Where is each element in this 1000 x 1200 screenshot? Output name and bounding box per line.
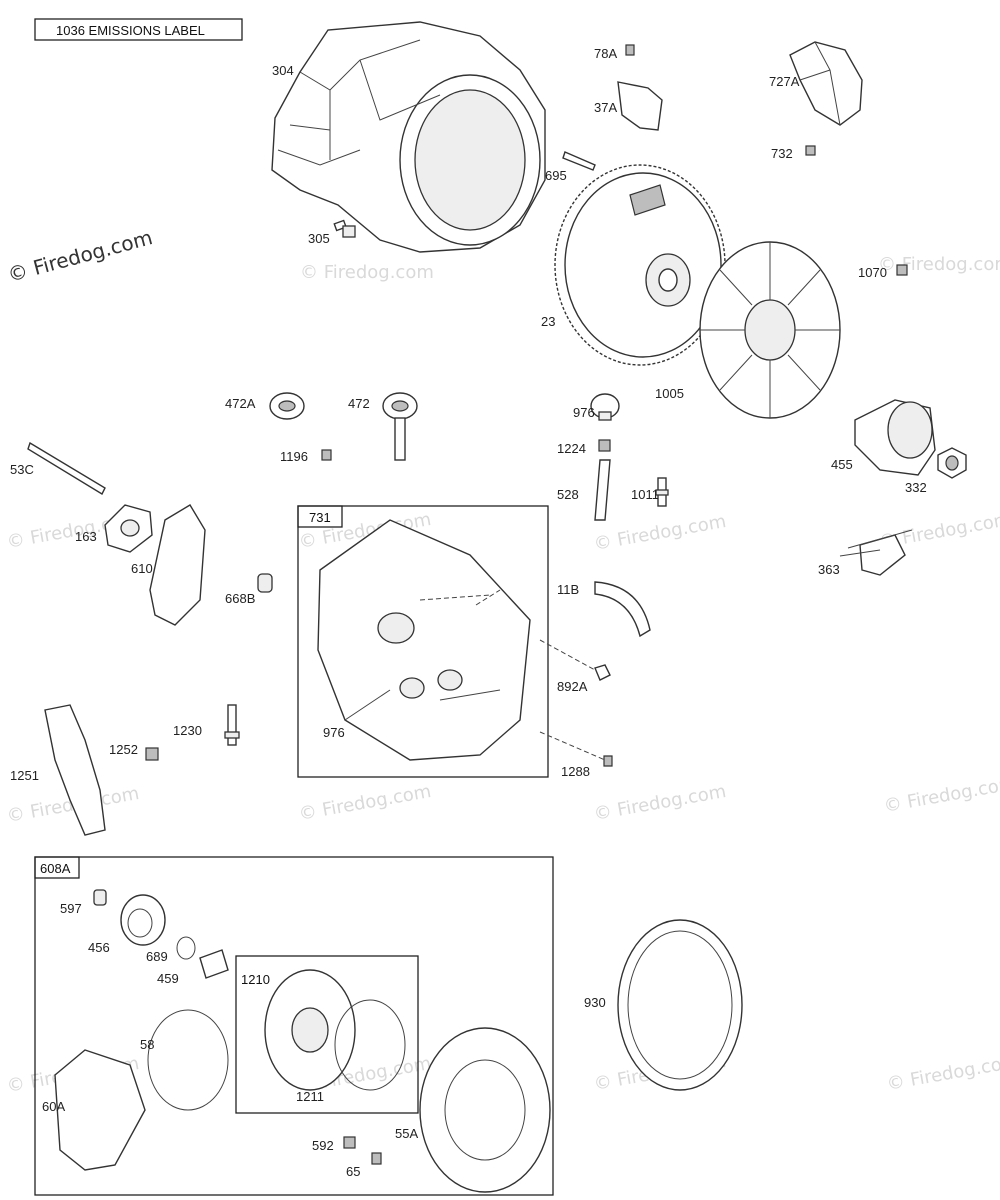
part-label: 1070	[858, 265, 887, 280]
part-label: 1196	[280, 449, 308, 464]
part-label: 689	[146, 949, 168, 964]
copyright-mark: © Firedog.com	[5, 225, 155, 287]
part-label: 78A	[594, 46, 617, 61]
fuel-tank-drawing	[317, 519, 531, 761]
part-label: 930	[584, 995, 606, 1010]
part-label: 472	[348, 396, 370, 411]
part-label: 23	[541, 314, 555, 329]
baffle-930-drawing	[617, 919, 743, 1091]
part-label: 1011	[631, 487, 659, 502]
bracket-drawing	[562, 44, 663, 171]
watermark: © Firedog.com	[878, 254, 1000, 275]
part-label: 727A	[769, 74, 800, 89]
part-label: 53C	[10, 462, 34, 477]
group-608a-label: 608A	[40, 861, 71, 876]
part-label: 11B	[557, 582, 579, 597]
group-1210-label: 1210	[241, 972, 270, 987]
part-label: 305	[308, 231, 330, 246]
part-label: 1230	[173, 723, 202, 738]
group-731-box	[297, 505, 549, 778]
part-label: 1252	[109, 742, 138, 757]
lower-left-parts-drawing	[44, 704, 240, 836]
part-label: 1251	[10, 768, 39, 783]
part-label: 1211	[296, 1089, 324, 1104]
group-608a-tab	[34, 856, 80, 879]
part-label: 528	[557, 487, 579, 502]
blower-housing-drawing	[271, 21, 546, 253]
screen-cup-drawing	[854, 399, 967, 479]
part-label: 695	[545, 168, 567, 183]
screw-305-drawing	[333, 219, 356, 238]
fan-drawing	[699, 241, 841, 419]
flywheel-drawing	[554, 164, 726, 366]
watermark: © Firedog.com	[300, 262, 434, 283]
fuel-parts-drawing	[590, 393, 669, 521]
watermark: © Firedog.com	[297, 781, 432, 825]
part-label: 55A	[395, 1126, 418, 1141]
group-608a-box	[34, 856, 554, 1196]
group-731-label: 731	[309, 510, 331, 525]
part-label: 332	[905, 480, 927, 495]
part-label: 976	[323, 725, 345, 740]
part-label: 459	[157, 971, 179, 986]
part-label: 455	[831, 457, 853, 472]
watermark: © Firedog.com	[592, 781, 727, 825]
part-label: 163	[75, 529, 97, 544]
part-label: 1005	[655, 386, 684, 401]
screw-1070-drawing	[896, 264, 908, 276]
left-parts-drawing	[27, 441, 273, 626]
part-label: 732	[771, 146, 793, 161]
part-label: 1224	[557, 441, 586, 456]
watermark: © Firedog.com	[885, 1051, 1000, 1095]
ignition-parts-drawing	[269, 392, 418, 461]
part-label: 304	[272, 63, 294, 78]
part-label: 892A	[557, 679, 588, 694]
part-label: 668B	[225, 591, 255, 606]
part-label: 1288	[561, 764, 590, 779]
group-731-tab	[297, 505, 343, 528]
part-label: 65	[346, 1164, 360, 1179]
cover-727a-drawing	[789, 41, 863, 156]
part-labels: 304 305 78A 37A 695 727A 732 23 1070 100…	[10, 46, 927, 1179]
watermark: © Firedog.com	[592, 511, 727, 555]
part-label: 976	[573, 405, 595, 420]
pulley-spring-drawing	[264, 969, 406, 1091]
part-label: 37A	[594, 100, 617, 115]
watermark: © Firedog.com	[882, 773, 1000, 817]
starter-parts-drawing	[54, 889, 551, 1193]
group-1210-box	[235, 955, 419, 1114]
part-label: 592	[312, 1138, 334, 1153]
part-label: 60A	[42, 1099, 65, 1114]
right-mid-parts-drawing	[539, 529, 913, 767]
part-label: 456	[88, 940, 110, 955]
emissions-label: 1036 EMISSIONS LABEL	[56, 23, 205, 38]
part-label: 597	[60, 901, 82, 916]
part-label: 610	[131, 561, 153, 576]
part-label: 363	[818, 562, 840, 577]
part-label: 58	[140, 1037, 154, 1052]
emissions-label-box	[34, 18, 243, 41]
part-label: 472A	[225, 396, 256, 411]
